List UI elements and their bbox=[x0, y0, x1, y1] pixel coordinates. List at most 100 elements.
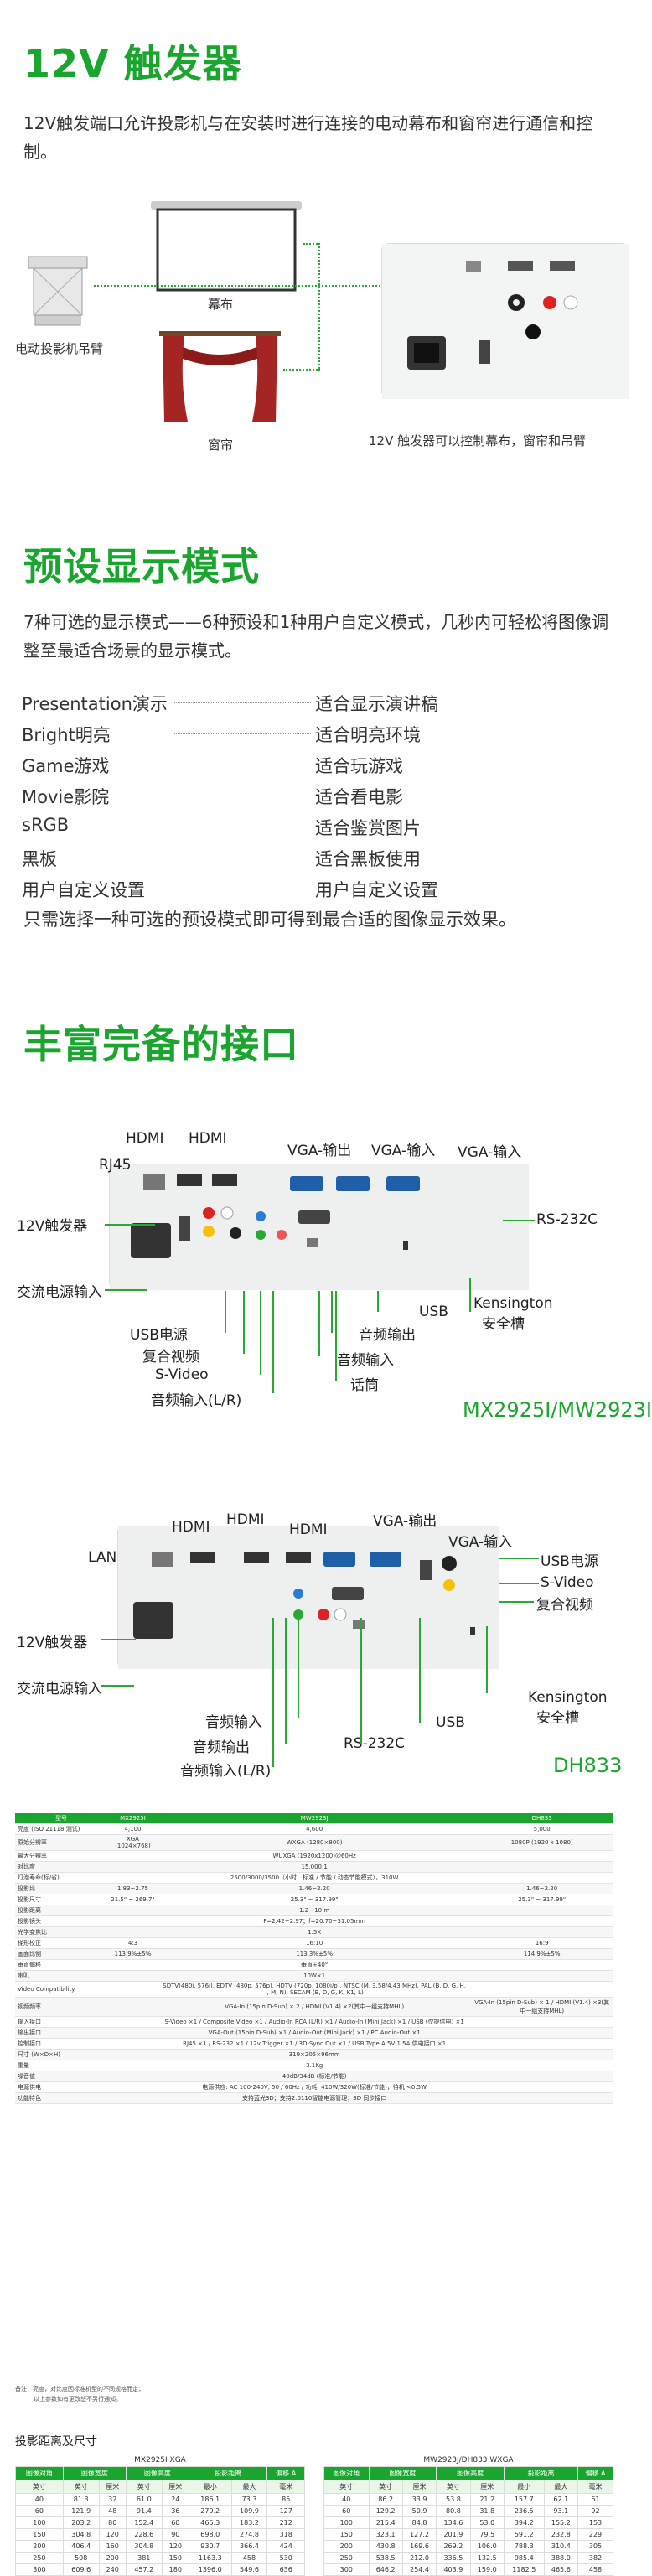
mode-row: Game游戏适合玩游戏 bbox=[22, 756, 403, 776]
table-cell: 120 bbox=[161, 2540, 189, 2553]
table-cell: 388.0 bbox=[543, 2552, 579, 2564]
spec-value bbox=[107, 1905, 158, 1916]
trigger-title: 12V 触发器 bbox=[23, 41, 242, 86]
spec-label: 梯形校正 bbox=[15, 1937, 107, 1949]
spec-header-row: 型号 MX2925I MW2923J DH833 bbox=[15, 1813, 613, 1824]
spec-label: 噪音值 bbox=[15, 2071, 107, 2082]
mode-row: 用户自定义设置用户自定义设置 bbox=[22, 880, 438, 900]
screen-label: 幕布 bbox=[208, 297, 234, 312]
trigger-desc: 12V触发端口允许投影机与在安装时进行连接的电动幕布和窗帘进行通信和控制。 bbox=[23, 113, 593, 162]
table-cell: 250 bbox=[323, 2552, 370, 2564]
spec-label: 喇叭 bbox=[15, 1970, 107, 1982]
table-cell: 60 bbox=[161, 2516, 189, 2529]
port-label: HDMI bbox=[289, 1521, 328, 1538]
spec-value bbox=[470, 1850, 613, 1862]
spec-value bbox=[470, 2049, 613, 2060]
table-cell: 93.1 bbox=[543, 2505, 579, 2517]
spec-value bbox=[107, 1981, 158, 1998]
mode-row: Bright明亮适合明亮环境 bbox=[22, 725, 421, 745]
spec-value bbox=[470, 2038, 613, 2050]
spec-value bbox=[470, 1970, 613, 1982]
table-cell: 53.0 bbox=[469, 2516, 505, 2529]
spec-value: 4:3 bbox=[107, 1937, 158, 1949]
spec-label: 视频频率 bbox=[15, 1997, 107, 2017]
table-cell: 84.8 bbox=[401, 2516, 437, 2529]
table-cell: 86.2 bbox=[368, 2493, 403, 2506]
port-label: VGA-输入 bbox=[371, 1143, 436, 1159]
spec-value: 5,000 bbox=[470, 1823, 613, 1835]
table-cell: 930.7 bbox=[188, 2540, 232, 2553]
spec-value: 支持蓝光3D；支持2.0110智能电源管理；3D 同步接口 bbox=[158, 2092, 471, 2104]
spec-value: 垂直+40° bbox=[158, 1959, 471, 1971]
table-cell: 132.5 bbox=[469, 2552, 505, 2564]
unit-header: 最大 bbox=[543, 2480, 579, 2494]
table-cell: 1182.5 bbox=[503, 2563, 545, 2576]
table-cell: 120 bbox=[98, 2528, 127, 2541]
spec-value bbox=[107, 1926, 158, 1938]
spec-value bbox=[107, 1959, 158, 1971]
spec-label: 亮度 (ISO 21118 测试) bbox=[15, 1823, 107, 1835]
spec-label: 对比度 bbox=[15, 1861, 107, 1873]
port-label: VGA-输入 bbox=[448, 1534, 513, 1551]
table-cell: 200 bbox=[98, 2552, 127, 2564]
spec-label: 垂直偏移 bbox=[15, 1959, 107, 1971]
spec-value: 16:10 bbox=[158, 1937, 471, 1949]
table-cell: 232.8 bbox=[543, 2528, 579, 2541]
table-cell: 549.6 bbox=[230, 2563, 268, 2576]
spec-value: 1.2 - 10 m bbox=[158, 1905, 471, 1916]
port-label: 交流电源输入 bbox=[17, 1284, 102, 1301]
table-cell: 212 bbox=[266, 2516, 305, 2529]
spec-value bbox=[107, 1861, 158, 1873]
table-cell: 153 bbox=[577, 2516, 613, 2529]
table-cell: 458 bbox=[577, 2563, 613, 2576]
spec-value: 1080P (1920 x 1080) bbox=[470, 1834, 613, 1851]
table-cell: 530 bbox=[266, 2552, 305, 2564]
spec-label: 电源供电 bbox=[15, 2081, 107, 2093]
spec-label: 投影镜头 bbox=[15, 1915, 107, 1927]
table-cell: 81.3 bbox=[62, 2493, 100, 2506]
table-cell: 62.1 bbox=[543, 2493, 579, 2506]
port-label: RJ45 bbox=[99, 1157, 132, 1174]
spec-value: S-Video ×1 / Composite Video ×1 / Audio-… bbox=[158, 2016, 471, 2028]
table-cell: 458 bbox=[230, 2552, 268, 2564]
spec-value bbox=[470, 2071, 613, 2082]
table-cell: 109.9 bbox=[230, 2505, 268, 2517]
spec-value bbox=[107, 2027, 158, 2039]
table-cell: 32 bbox=[98, 2493, 127, 2506]
ports-title: 丰富完备的接口 bbox=[23, 1022, 299, 1067]
port-label: 音频输入 bbox=[337, 1352, 394, 1369]
spec-value bbox=[107, 1915, 158, 1927]
spec-label: 画面比例 bbox=[15, 1948, 107, 1960]
port-label: 安全槽 bbox=[536, 1710, 579, 1727]
port-label: 音频输入(L/R) bbox=[180, 1763, 272, 1780]
spec-value: 1.46~2.20 bbox=[470, 1883, 613, 1894]
table-cell: 127 bbox=[266, 2505, 305, 2517]
curtain-image bbox=[159, 331, 281, 423]
spec-value: 4,100 bbox=[107, 1823, 158, 1835]
spec-value: 1.46~2.20 bbox=[158, 1883, 471, 1894]
table-cell: 269.2 bbox=[436, 2540, 471, 2553]
port-label: 交流电源输入 bbox=[17, 1681, 102, 1697]
spec-value bbox=[470, 1905, 613, 1916]
spec-value: 25.3" ~ 317.99" bbox=[158, 1894, 471, 1905]
table-cell: 200 bbox=[323, 2540, 370, 2553]
table-cell: 60 bbox=[323, 2505, 370, 2517]
spec-value bbox=[107, 2071, 158, 2082]
table-cell: 152.4 bbox=[125, 2516, 163, 2529]
distance-table-right: MW2923J/DH833 WXGA 图像对角 图像宽度 图像高度 投影距离 偏… bbox=[323, 2454, 613, 2576]
spec-note-1: 备注：亮度，对比度因标准机型的不同规格而定； bbox=[15, 2386, 144, 2392]
table-cell: 21.2 bbox=[469, 2493, 505, 2506]
table-cell: 228.6 bbox=[125, 2528, 163, 2541]
unit-header: 最小 bbox=[188, 2480, 232, 2494]
port-label: S-Video bbox=[155, 1366, 209, 1383]
table-cell: 1396.0 bbox=[188, 2563, 232, 2576]
